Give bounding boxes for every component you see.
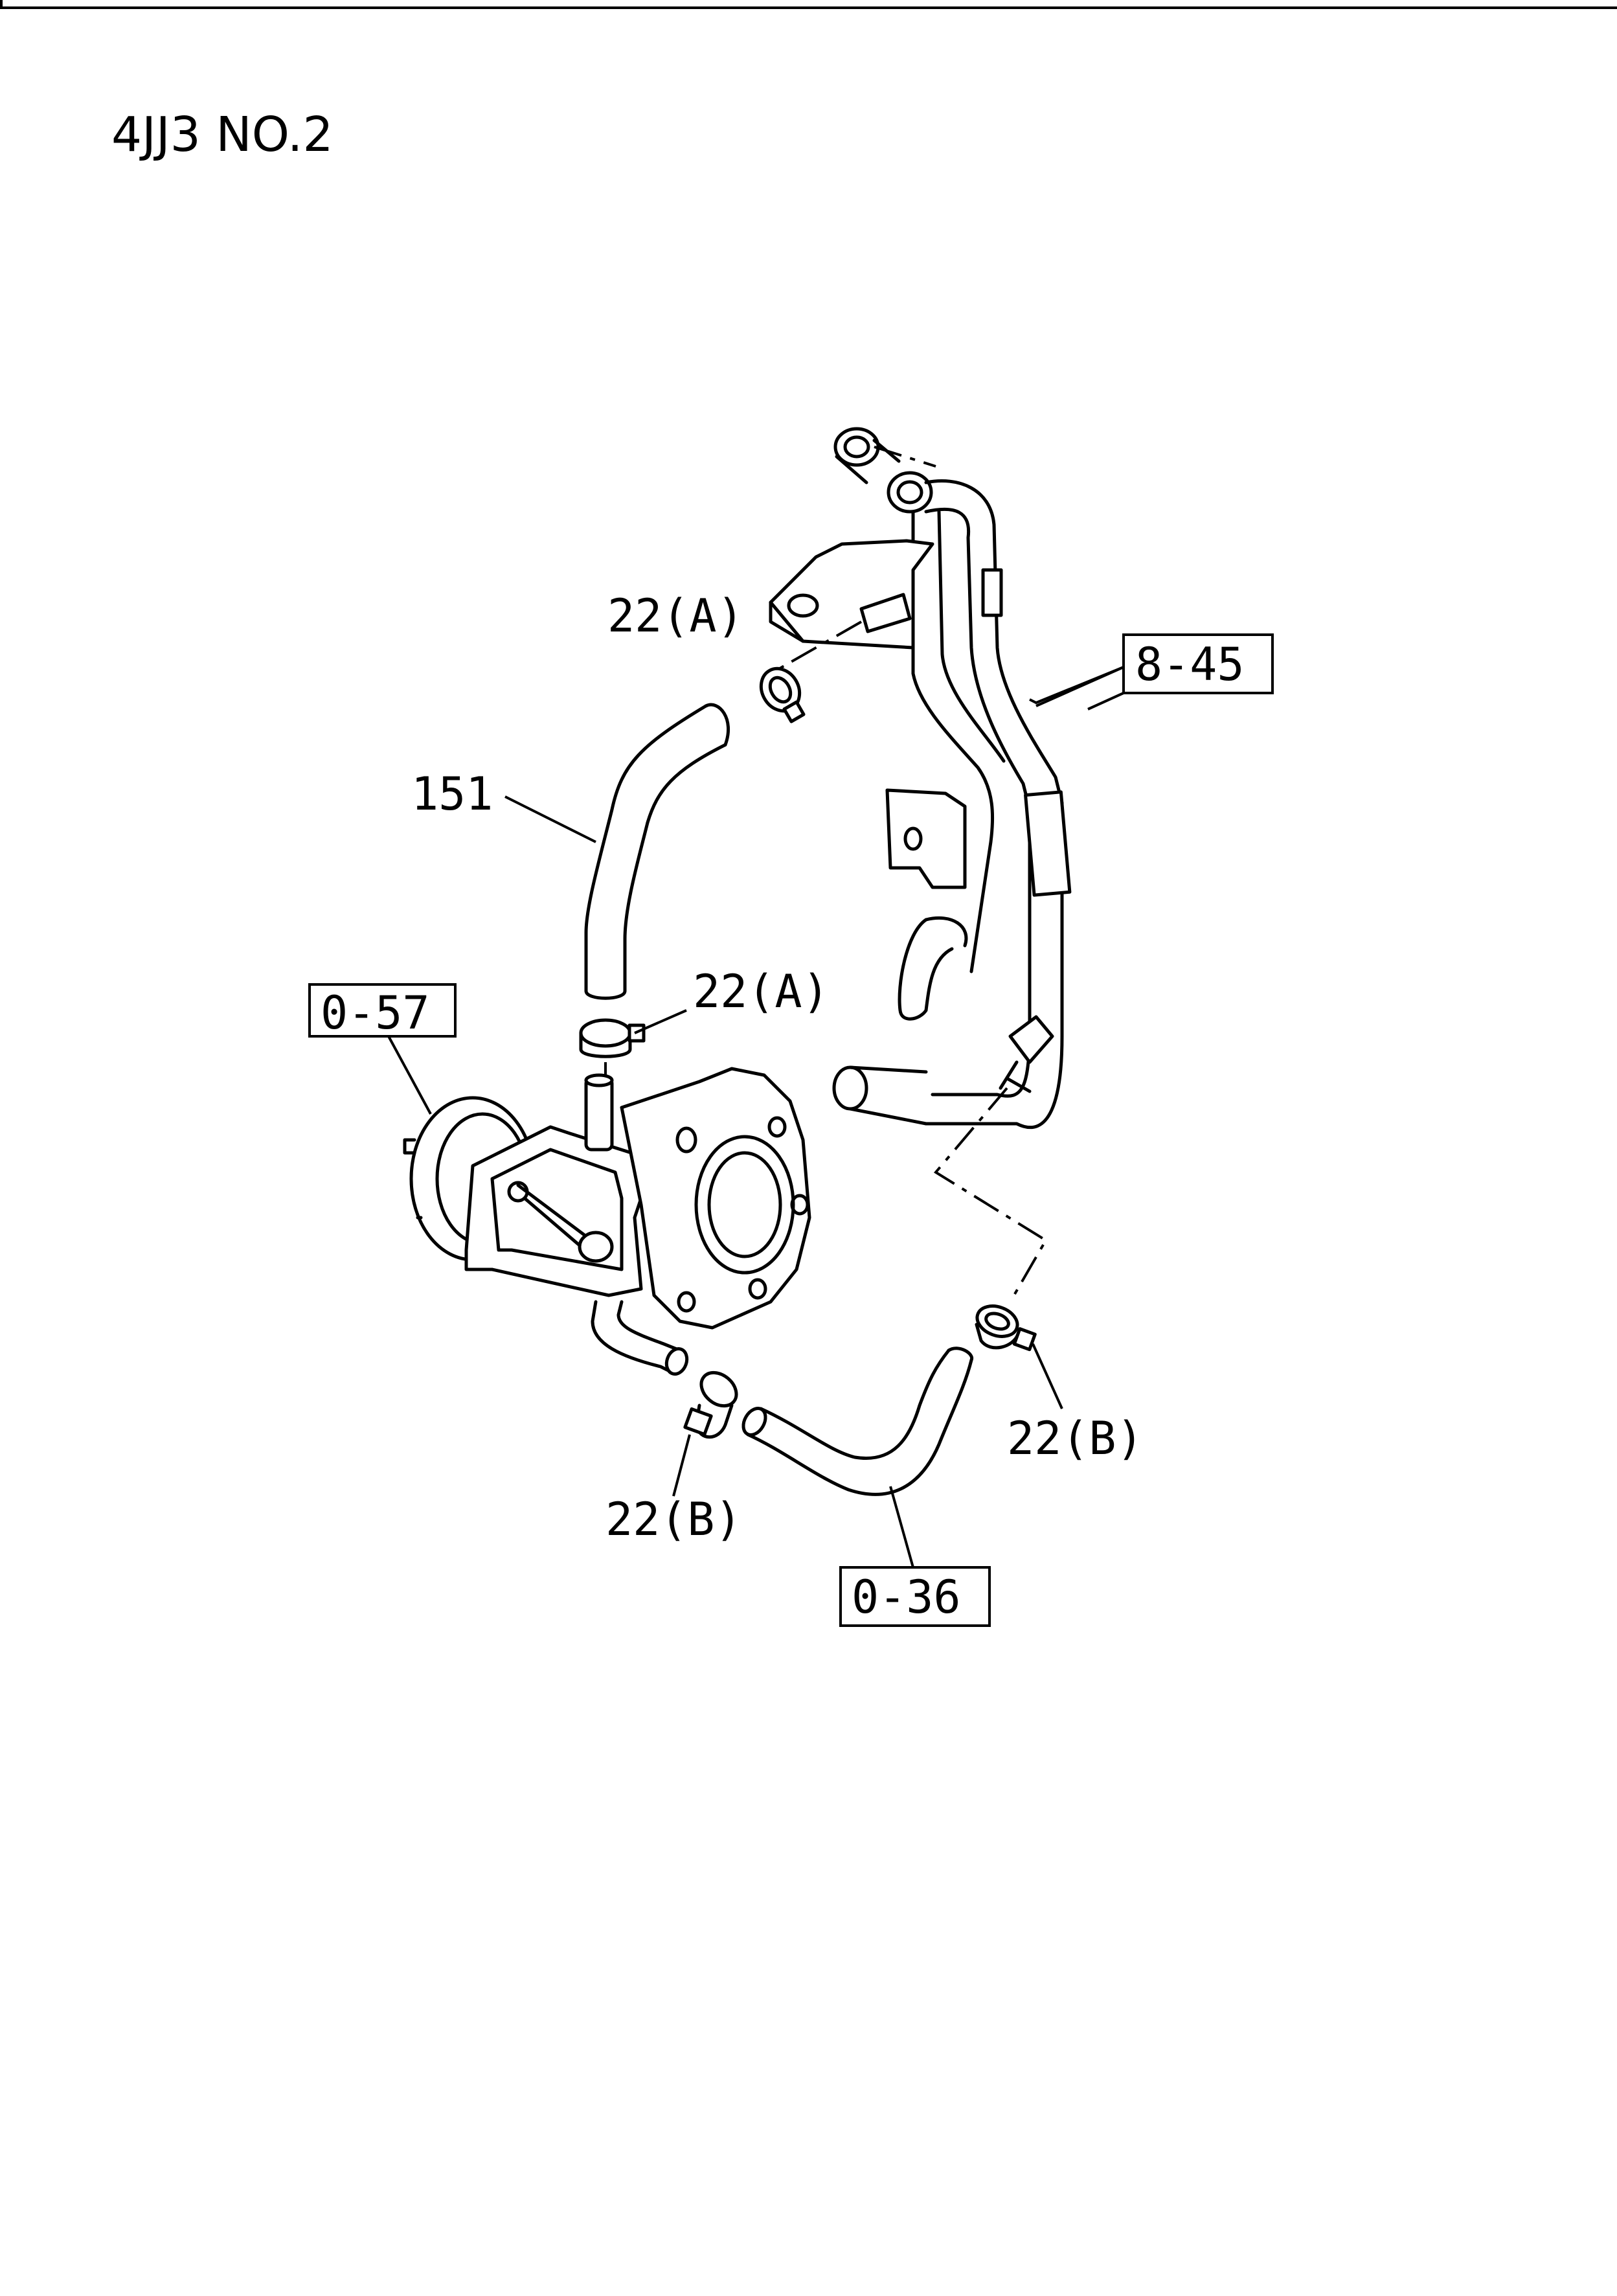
leader-0-57 bbox=[387, 1036, 432, 1115]
frame-border-top bbox=[0, 6, 1617, 9]
callout-22a-upper: 22(A) bbox=[607, 589, 744, 642]
ref-box-0-57 bbox=[308, 983, 457, 1038]
callout-22a-lower: 22(A) bbox=[693, 965, 830, 1018]
egr-valve-assembly[interactable] bbox=[403, 1067, 811, 1377]
leader-22b-right bbox=[1032, 1343, 1063, 1409]
leader-22b-left bbox=[672, 1434, 691, 1497]
callout-22b-left: 22(B) bbox=[605, 1493, 742, 1546]
clamp-22a-lower[interactable] bbox=[579, 1018, 646, 1095]
leader-151 bbox=[504, 795, 596, 843]
ref-label-0-57[interactable]: 0-57 bbox=[321, 986, 430, 1040]
callout-151: 151 bbox=[411, 767, 493, 821]
leader-22a-lower bbox=[634, 1009, 687, 1034]
hose-151[interactable] bbox=[584, 703, 730, 1000]
ref-label-0-36[interactable]: 0-36 bbox=[852, 1571, 961, 1624]
pipe-end-fitting-b bbox=[887, 471, 933, 514]
frame-border-left bbox=[0, 0, 3, 9]
clamp-22b-left[interactable] bbox=[683, 1366, 743, 1439]
hose-0-36[interactable] bbox=[739, 1347, 974, 1496]
leader-0-36 bbox=[889, 1486, 914, 1568]
pipe-end-fitting-c bbox=[832, 1065, 868, 1111]
clamp-22b-right[interactable] bbox=[973, 1301, 1037, 1352]
page-title: 4JJ3 NO.2 bbox=[111, 107, 334, 163]
water-pipe-assembly[interactable] bbox=[769, 427, 1072, 1303]
clamp-22a-upper[interactable] bbox=[754, 662, 807, 723]
ref-label-8-45[interactable]: 8-45 bbox=[1135, 638, 1245, 691]
ref-box-0-36 bbox=[839, 1566, 991, 1627]
callout-22b-right: 22(B) bbox=[1007, 1412, 1144, 1465]
ref-box-8-45 bbox=[1122, 633, 1274, 694]
leader-8-45 bbox=[1035, 666, 1124, 707]
